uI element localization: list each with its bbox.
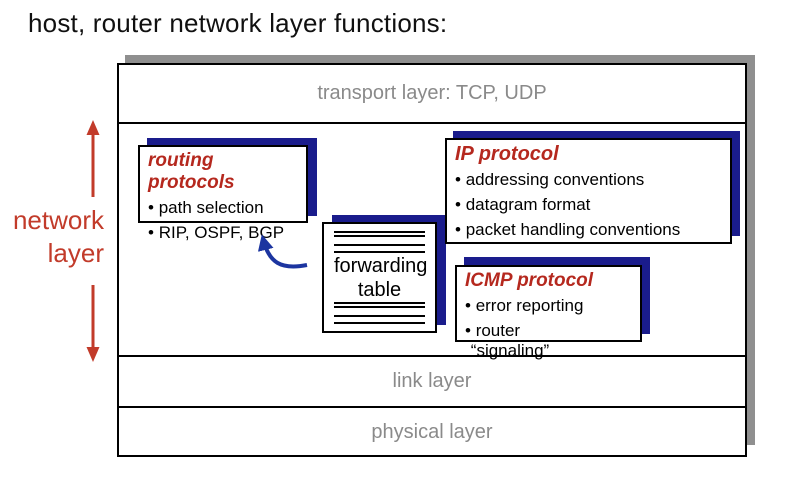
forwarding-table-box: forwarding table [322, 222, 437, 333]
forwarding-table-label: forwarding table [334, 254, 428, 301]
ip-box-title: IP protocol [455, 143, 559, 165]
icmp-protocol-box: ICMP protocol error reporting router [455, 265, 642, 342]
transport-layer-row: transport layer: TCP, UDP [119, 65, 745, 122]
curved-double-arrow-icon [257, 234, 308, 269]
routing-protocols-box: routing protocols path selection RIP, OS… [138, 145, 308, 242]
ip-bullet: datagram format [455, 192, 722, 217]
physical-layer-row: physical layer [119, 408, 745, 457]
slide-title: host, router network layer functions: [28, 8, 448, 38]
table-rules-bottom [334, 302, 425, 324]
ip-bullet: addressing conventions [455, 167, 722, 192]
network-layer-label: network layer [0, 204, 104, 270]
table-rules-top [334, 231, 425, 253]
transport-network-divider [119, 122, 745, 124]
routing-bullet: RIP, OSPF, BGP [148, 220, 298, 245]
icmp-signaling-overflow-text: “signaling” [470, 341, 550, 360]
icmp-bullet: router [465, 318, 632, 343]
link-physical-divider [119, 406, 745, 408]
ip-protocol-box: IP protocol addressing conventions datag… [445, 138, 732, 244]
ip-bullet: packet handling conventions [455, 217, 722, 242]
network-layer-label-line1: network [12, 205, 104, 235]
down-arrow-icon [86, 347, 100, 362]
network-layer-label-line2: layer [47, 238, 104, 268]
icmp-bullet: error reporting [465, 293, 632, 318]
link-layer-label: link layer [392, 370, 472, 392]
network-link-divider [119, 355, 745, 357]
transport-layer-label: transport layer: TCP, UDP [317, 82, 547, 104]
routing-bullet: path selection [148, 195, 298, 220]
icmp-box-title: ICMP protocol [465, 270, 594, 291]
physical-layer-label: physical layer [371, 421, 493, 443]
up-arrow-icon [86, 120, 100, 135]
network-layer-span-arrows-icon [86, 120, 100, 362]
routing-box-title: routing protocols [148, 150, 235, 193]
link-layer-row: link layer [119, 357, 745, 406]
